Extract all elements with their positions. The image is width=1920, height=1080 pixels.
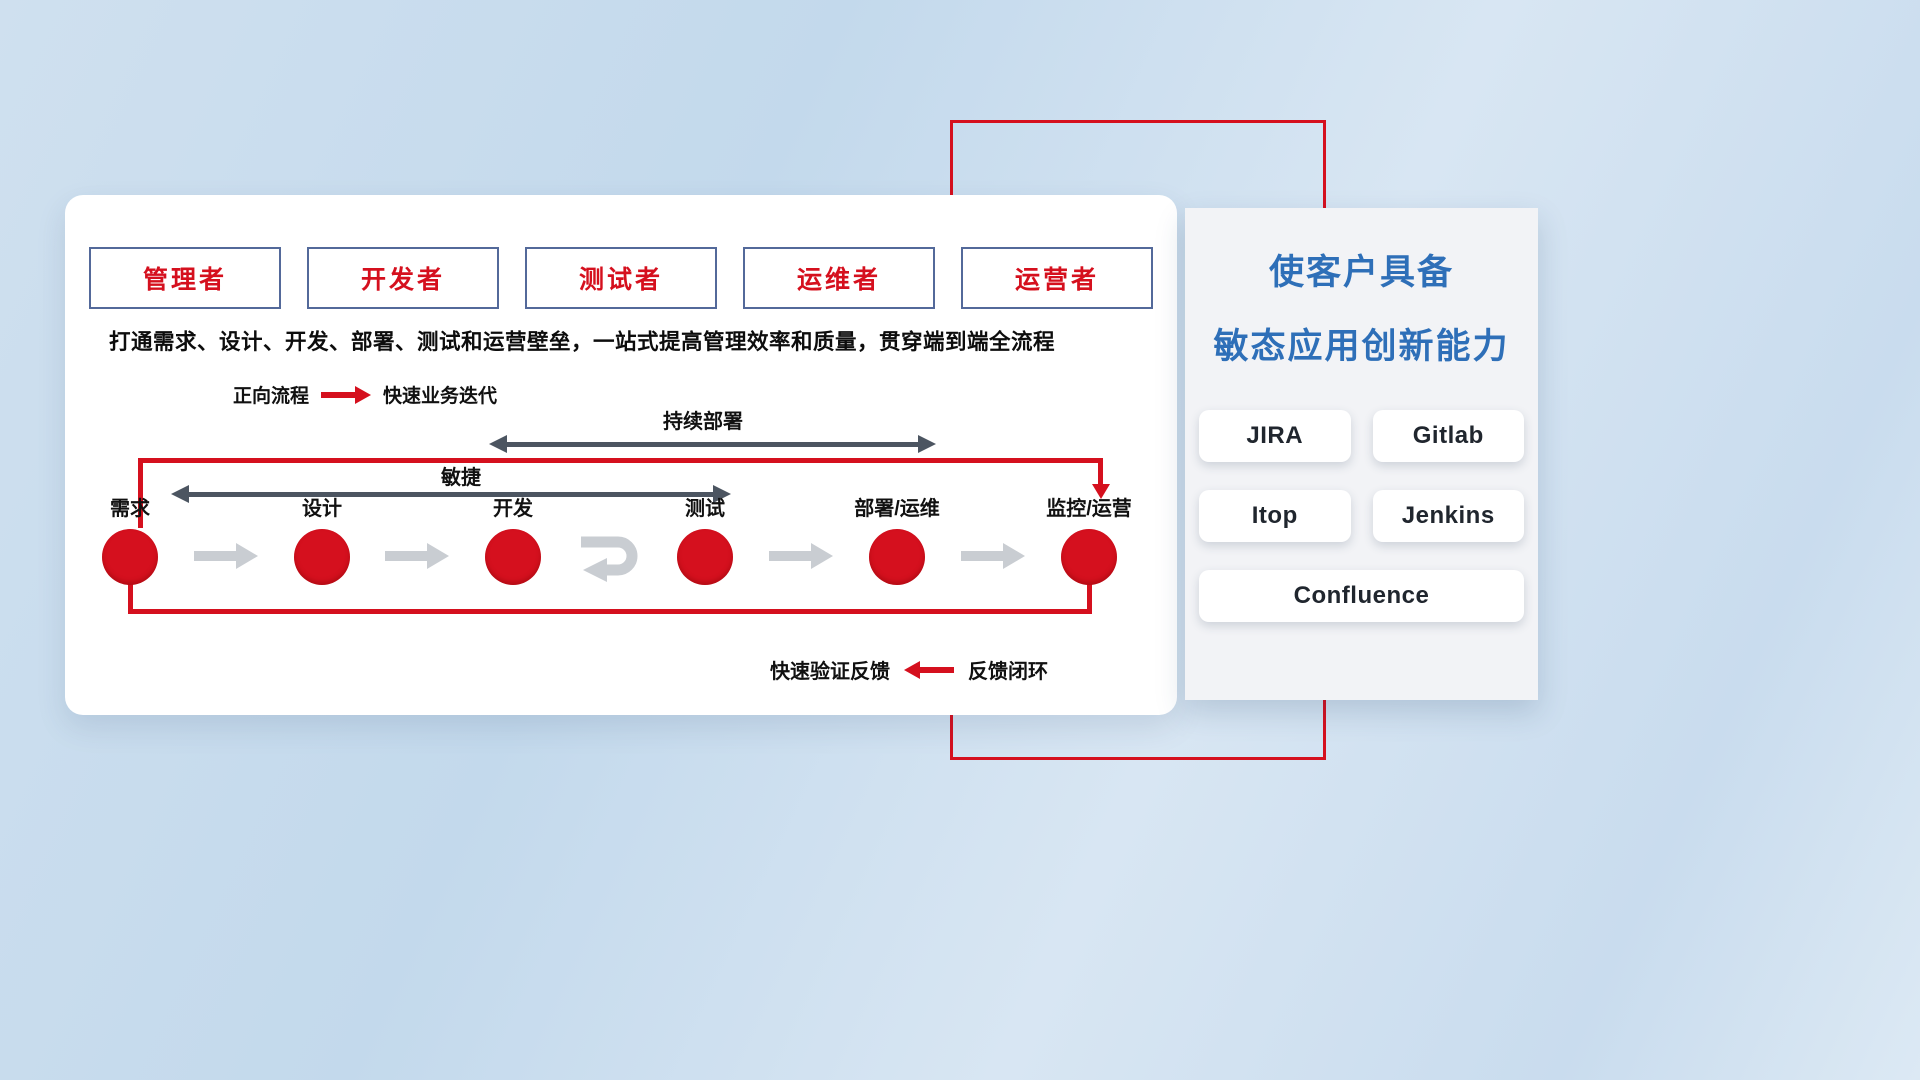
flow-node-develop: 开发 [438,492,588,585]
role-label: 开发者 [360,266,445,294]
iterate-loop-icon [573,529,645,588]
tool-itop: Itop [1199,490,1351,542]
flow-node-monitor: 监控/运营 [1014,492,1164,585]
agile-arrow-icon [171,485,731,503]
role-box-tester: 测试者 [525,247,717,309]
agile-label: 敏捷 [441,467,481,489]
role-box-manager: 管理者 [89,247,281,309]
panel-title-line2: 敏态应用创新能力 [1213,327,1510,366]
gray-arrow-icon [769,543,833,569]
flow-node-test: 测试 [630,492,780,585]
red-node-circle [1061,529,1117,585]
gray-arrow-icon [961,543,1025,569]
capability-panel: 使客户具备 敏态应用创新能力 JIRA Gitlab Itop Jenkins … [1185,208,1538,700]
red-node-circle [485,529,541,585]
continuous-deploy-arrow-icon [489,435,936,453]
flow-node-deploy-ops: 部署/运维 [822,492,972,585]
role-boxes-row: 管理者 开发者 测试者 运维者 运营者 [89,247,1153,309]
role-label: 运营者 [1014,266,1099,294]
node-label: 部署/运维 [854,498,940,520]
red-loop-segment [138,458,1103,463]
role-label: 测试者 [578,266,663,294]
red-node-circle [677,529,733,585]
continuous-deploy-label: 持续部署 [663,411,743,433]
red-right-arrow-icon [321,385,372,404]
feedback-legend-label: 反馈闭环 [968,661,1048,683]
node-label: 设计 [302,498,342,520]
card-subtitle: 打通需求、设计、开发、部署、测试和运营壁垒，一站式提高管理效率和质量，贯穿端到端… [109,330,1056,354]
red-node-circle [869,529,925,585]
tool-gitlab: Gitlab [1372,410,1524,462]
gray-arrow-icon [385,543,449,569]
flow-node-design: 设计 [247,492,397,585]
role-label: 管理者 [142,266,227,294]
gray-arrow-icon [194,543,258,569]
role-box-developer: 开发者 [307,247,499,309]
devops-flow-card: 管理者 开发者 测试者 运维者 运营者 打通需求、设计、开发、部署、测试和运营壁… [65,195,1177,715]
node-label: 开发 [493,498,533,520]
node-label: 监控/运营 [1046,498,1132,520]
forward-legend: 正向流程 快速业务迭代 [233,381,497,408]
forward-legend-desc: 快速业务迭代 [383,386,498,407]
tool-buttons-grid: JIRA Gitlab Itop Jenkins Confluence [1185,384,1538,622]
node-label: 需求 [110,498,150,520]
feedback-legend-desc: 快速验证反馈 [770,661,890,683]
tool-jenkins: Jenkins [1372,490,1524,542]
red-loop-segment [1087,583,1092,614]
tool-jira: JIRA [1199,410,1351,462]
flow-node-requirements: 需求 [55,492,205,585]
red-arrowhead-down-icon [1092,484,1110,499]
role-box-operator: 运营者 [961,247,1153,309]
node-label: 测试 [685,498,725,520]
red-loop-segment [128,573,133,611]
tool-confluence: Confluence [1199,570,1524,622]
role-box-ops: 运维者 [743,247,935,309]
forward-legend-label: 正向流程 [233,386,310,407]
role-label: 运维者 [796,266,881,294]
red-node-circle [294,529,350,585]
red-node-circle [102,529,158,585]
red-left-arrow-icon [904,660,954,679]
red-loop-segment [128,609,1092,614]
feedback-legend: 快速验证反馈 反馈闭环 [770,655,1048,684]
red-loop-segment [1098,458,1103,486]
red-loop-segment [138,458,143,528]
panel-title: 使客户具备 敏态应用创新能力 [1185,208,1538,384]
panel-title-line1: 使客户具备 [1268,253,1454,292]
